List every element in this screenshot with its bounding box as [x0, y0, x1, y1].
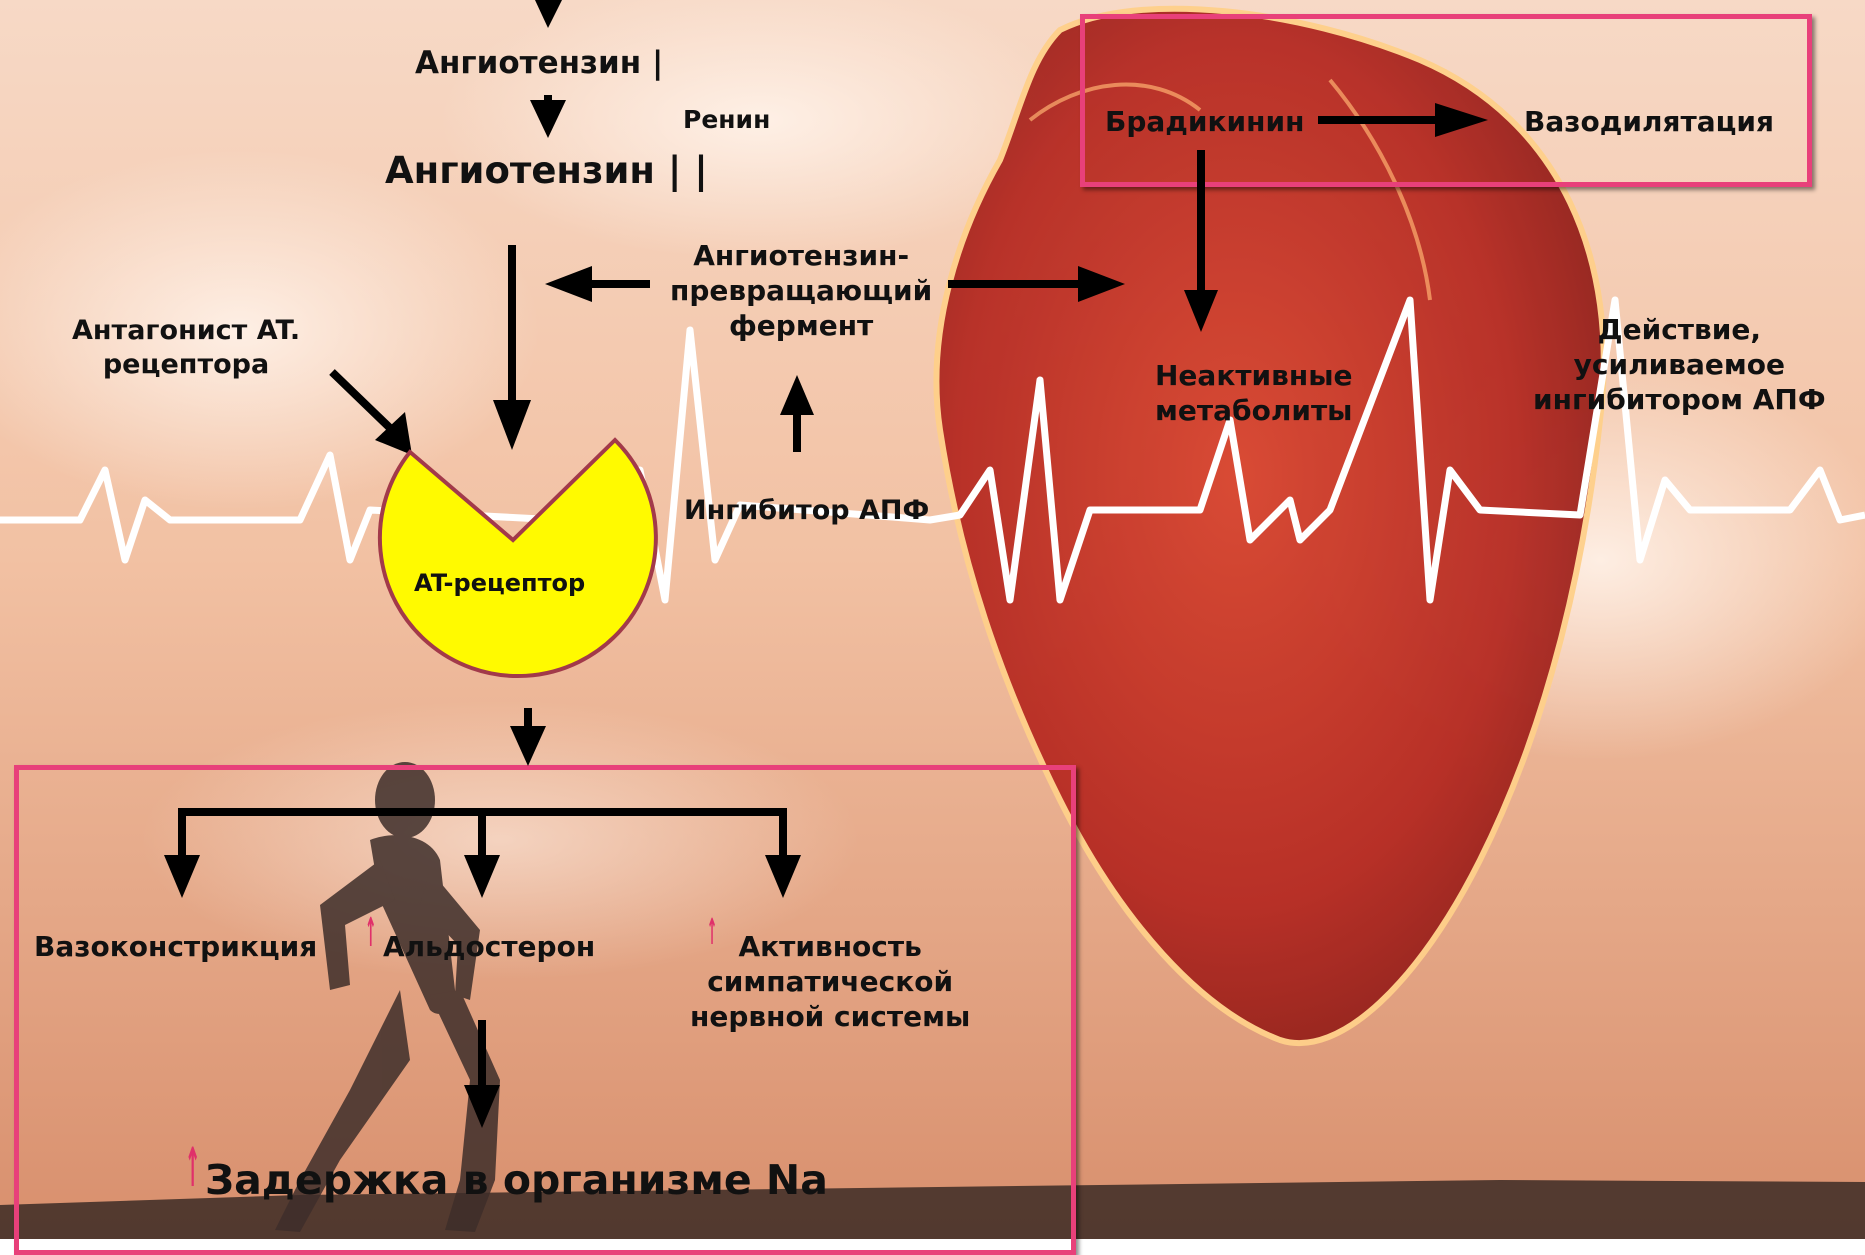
- inactive-metabolites-label: Неактивные метаболиты: [1155, 358, 1353, 428]
- ace-enhanced-action-line1: Действие,: [1533, 312, 1826, 347]
- angiotensin-1-label: Ангиотензин |: [415, 44, 663, 83]
- antagonist-label: Антагонист AT. рецептора: [72, 314, 300, 382]
- bradykinin-label: Брадикинин: [1105, 104, 1304, 139]
- arrow-top-head: [535, 0, 562, 28]
- ace-label-line3: фермент: [670, 308, 932, 343]
- arrow-bradykinin-vasodilation-head: [1435, 103, 1488, 137]
- ace-enhanced-action-line3: ингибитором АПФ: [1533, 382, 1826, 417]
- arrow-bradykinin-metabolites-head: [1184, 290, 1218, 332]
- at-receptor-label: AT-рецептор: [414, 568, 585, 598]
- sympathetic-activity-line1: Активность: [690, 929, 970, 964]
- increase-mark-aldosterone: ↑: [365, 910, 377, 956]
- inactive-metabolites-line2: метаболиты: [1155, 393, 1353, 428]
- at-receptor-shape: [380, 440, 656, 676]
- arrow-inhibitor-ace-head: [780, 375, 814, 415]
- branch-right-head: [765, 855, 801, 898]
- ace-enhanced-action-label: Действие, усиливаемое ингибитором АПФ: [1533, 312, 1826, 417]
- sodium-retention-label: Задержка в организме Na: [205, 1155, 828, 1206]
- ace-inhibitor-label: Ингибитор АПФ: [684, 494, 929, 528]
- increase-mark-sodium: ↑: [185, 1136, 201, 1199]
- branch-middle-head: [464, 855, 500, 898]
- arrow-ang1-ang2-head: [530, 100, 566, 138]
- ace-label-line2: превращающий: [670, 273, 932, 308]
- aldosterone-label: Альдостерон: [383, 929, 595, 964]
- arrow-ang2-receptor-head: [493, 400, 531, 450]
- arrow-aldosterone-na-head: [464, 1085, 500, 1128]
- inactive-metabolites-line1: Неактивные: [1155, 358, 1353, 393]
- ace-enhanced-action-line2: усиливаемое: [1533, 347, 1826, 382]
- antagonist-label-line1: Антагонист AT.: [72, 314, 300, 348]
- sympathetic-activity-line2: симпатической: [690, 964, 970, 999]
- vasoconstriction-label: Вазоконстрикция: [34, 929, 317, 964]
- ace-label-line1: Ангиотензин-: [670, 238, 932, 273]
- arrow-ace-left-head: [545, 266, 592, 302]
- vasodilation-label: Вазодилятация: [1524, 104, 1774, 139]
- angiotensin-2-label: Ангиотензин | |: [385, 148, 708, 194]
- arrow-antagonist-receptor: [332, 372, 390, 428]
- ace-label: Ангиотензин- превращающий фермент: [670, 238, 932, 343]
- renin-label: Ренин: [683, 104, 770, 135]
- arrow-receptor-effects-head: [510, 726, 546, 766]
- sympathetic-activity-label: Активность симпатической нервной системы: [690, 929, 970, 1034]
- antagonist-label-line2: рецептора: [72, 348, 300, 382]
- sympathetic-activity-line3: нервной системы: [690, 999, 970, 1034]
- branch-left-head: [164, 855, 200, 898]
- arrow-ace-right-head: [1078, 266, 1125, 302]
